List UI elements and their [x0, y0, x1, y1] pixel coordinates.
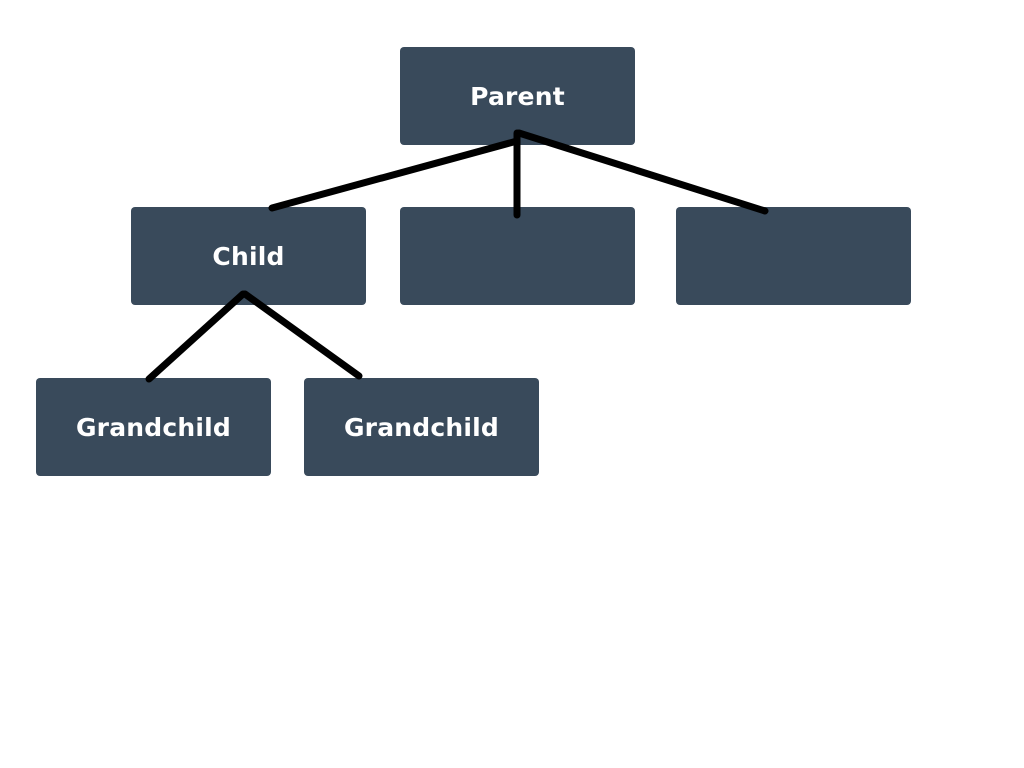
connector-child-1-grandchild-2 [241, 290, 363, 380]
connector-parent-child-1 [268, 137, 521, 212]
child-node-2[interactable] [400, 207, 635, 305]
child-node-3[interactable] [676, 207, 911, 305]
child-node-1-label: Child [212, 241, 285, 271]
connector-child-1-grandchild-1 [145, 290, 247, 383]
grandchild-node-1[interactable]: Grandchild [36, 378, 271, 476]
grandchild-node-2-label: Grandchild [343, 412, 500, 442]
parent-node-label: Parent [470, 81, 565, 111]
child-node-1[interactable]: Child [131, 207, 366, 305]
parent-node[interactable]: Parent [400, 47, 635, 145]
grandchild-node-2[interactable]: Grandchild [304, 378, 539, 476]
grandchild-node-1-label: Grandchild [75, 412, 232, 442]
